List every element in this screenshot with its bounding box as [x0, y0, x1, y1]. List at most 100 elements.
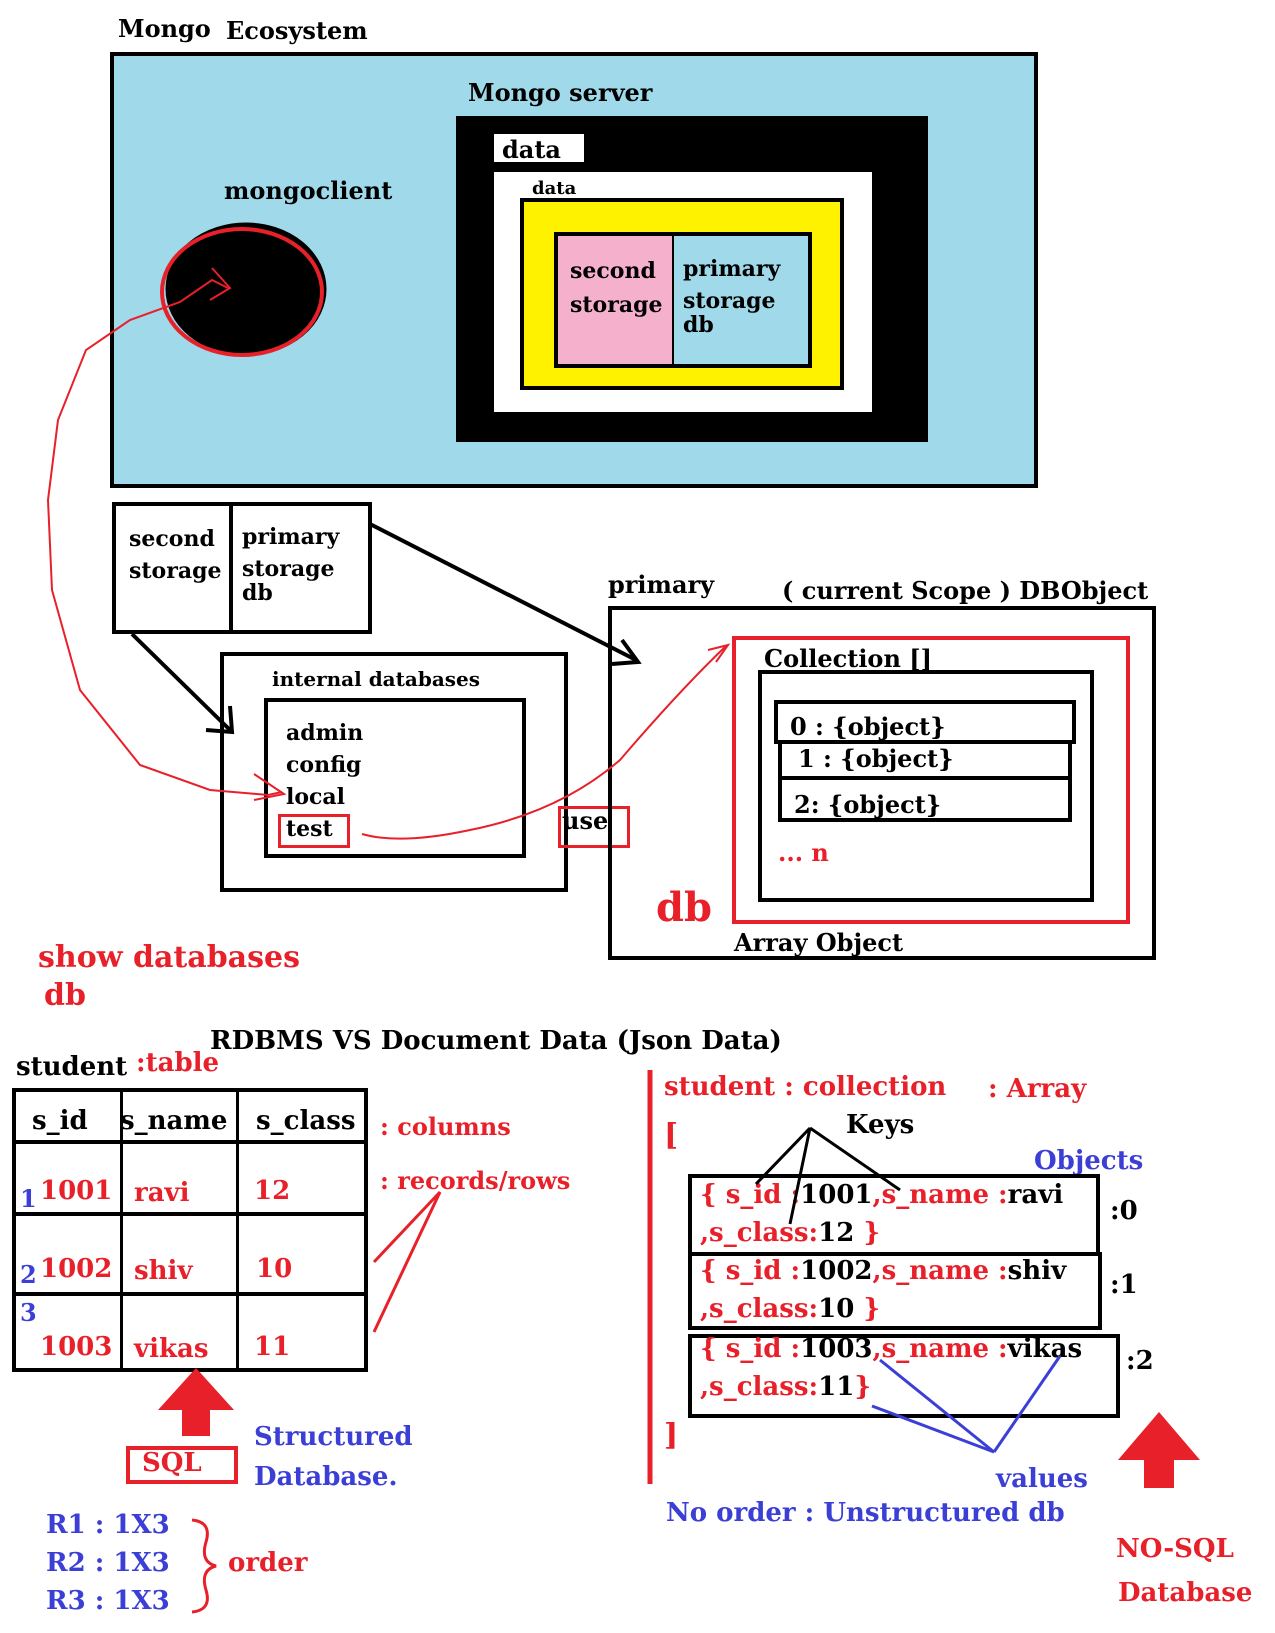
- data-label-big: data: [502, 135, 561, 164]
- doc-value-class: 11: [818, 1372, 855, 1402]
- use-command-label: use: [562, 806, 609, 835]
- split-primary-line2: storage: [242, 556, 335, 582]
- db-item-admin: admin: [286, 720, 364, 746]
- table-cell-id-1: 1001: [40, 1176, 113, 1206]
- keys-label: Keys: [846, 1110, 915, 1140]
- order-row-1: R1 : 1X3: [46, 1510, 170, 1540]
- db-item-test: test: [286, 816, 333, 842]
- primary-storage-cell: [672, 232, 812, 368]
- doc-open-brace: {: [700, 1180, 717, 1210]
- doc-key-class: ,s_class:: [700, 1218, 819, 1248]
- table-row-line-1: [12, 1212, 368, 1216]
- document-index-1: :1: [1110, 1270, 1138, 1300]
- object-more: ... n: [778, 838, 829, 867]
- second-storage-line1: second: [570, 258, 656, 284]
- collection-header: student : collection: [664, 1072, 947, 1102]
- split-second-line2: storage: [129, 558, 222, 584]
- show-databases-command: show databases: [38, 940, 300, 975]
- db-label: db: [656, 884, 712, 931]
- doc-close-brace: }: [863, 1294, 881, 1324]
- doc-value-name: shiv: [1007, 1256, 1067, 1286]
- doc-key-id: s_id :: [725, 1180, 801, 1210]
- row-number-3: 3: [20, 1298, 37, 1327]
- split-to-primary-arrow: [369, 522, 637, 662]
- ecosystem-title-part2: Ecosystem: [226, 16, 368, 45]
- collection-label: Collection []: [764, 644, 932, 673]
- object-item-0: 0 : {object}: [790, 712, 946, 741]
- document-1-line2: ,s_class:10 }: [700, 1294, 880, 1324]
- object-row-2: [778, 776, 1072, 822]
- records-note: : records/rows: [380, 1166, 571, 1195]
- primary-storage-line1: primary: [683, 256, 781, 282]
- column-header-s-id: s_id: [32, 1106, 88, 1136]
- doc-value-name: ravi: [1007, 1180, 1064, 1210]
- row-number-1: 1: [20, 1184, 37, 1213]
- ecosystem-title-part1: Mongo: [118, 14, 211, 43]
- primary-storage-line3: db: [683, 312, 714, 338]
- comparison-title: RDBMS VS Document Data (Json Data): [210, 1026, 782, 1056]
- db-item-test-highlight: [278, 814, 350, 848]
- split-primary-line1: primary: [242, 524, 340, 550]
- doc-key-class: ,s_class:: [700, 1372, 819, 1402]
- order-brace: [191, 1518, 217, 1614]
- doc-open-brace: {: [700, 1334, 717, 1364]
- sql-label: SQL: [142, 1448, 202, 1478]
- doc-value-id: 1002: [800, 1256, 873, 1286]
- nosql-up-arrow: [1118, 1412, 1200, 1488]
- table-cell-class-2: 10: [256, 1254, 293, 1284]
- internal-databases-title: internal databases: [272, 667, 481, 691]
- db-command: db: [44, 978, 86, 1013]
- object-item-2: 2: {object}: [794, 790, 942, 819]
- doc-value-id: 1003: [800, 1334, 873, 1364]
- table-cell-id-3: 1003: [40, 1332, 113, 1362]
- object-item-1: 1 : {object}: [798, 744, 954, 773]
- table-col-line-1: [120, 1088, 123, 1372]
- columns-note: : columns: [380, 1112, 511, 1141]
- structured-line2: Database.: [254, 1462, 398, 1492]
- doc-key-id: s_id :: [725, 1334, 801, 1364]
- table-header-line: [12, 1140, 368, 1144]
- order-row-2: R2 : 1X3: [46, 1548, 170, 1578]
- doc-key-id: s_id :: [725, 1256, 801, 1286]
- table-cell-class-1: 12: [254, 1176, 291, 1206]
- split-to-internal-arrow: [130, 632, 232, 732]
- document-0-line1: { s_id :1001,s_name :ravi: [700, 1180, 1063, 1210]
- table-cell-name-1: ravi: [134, 1178, 190, 1208]
- document-index-0: :0: [1110, 1196, 1138, 1226]
- doc-key-name: ,s_name :: [872, 1334, 1008, 1364]
- data-label-big-box: [494, 134, 584, 162]
- doc-value-name: vikas: [1007, 1334, 1083, 1364]
- doc-open-brace: {: [700, 1256, 717, 1286]
- db-item-config: config: [286, 752, 362, 778]
- storage-split-divider: [229, 502, 233, 634]
- scope-label: ( current Scope ) DBObject: [782, 576, 1149, 605]
- array-object-label: Array Object: [734, 928, 904, 957]
- objects-label: Objects: [1034, 1146, 1144, 1176]
- column-header-s-name: s_name: [120, 1106, 228, 1136]
- document-2-line1: { s_id :1003,s_name :vikas: [700, 1334, 1082, 1364]
- second-storage-line2: storage: [570, 292, 663, 318]
- doc-close-brace: }: [854, 1372, 872, 1402]
- doc-key-name: ,s_name :: [872, 1256, 1008, 1286]
- document-0-line2: ,s_class:12 }: [700, 1218, 880, 1248]
- document-index-2: :2: [1126, 1346, 1154, 1376]
- data-label-small: data: [532, 178, 577, 199]
- structured-line1: Structured: [254, 1422, 413, 1452]
- close-bracket: ]: [664, 1418, 679, 1453]
- no-order-label: No order : Unstructured db: [666, 1498, 1065, 1528]
- table-cell-class-3: 11: [254, 1332, 291, 1362]
- column-header-s-class: s_class: [256, 1106, 356, 1136]
- sql-up-arrow: [158, 1368, 234, 1436]
- nosql-line1: NO-SQL: [1116, 1534, 1234, 1564]
- document-1-line1: { s_id :1002,s_name :shiv: [700, 1256, 1066, 1286]
- nosql-line2: Database: [1118, 1578, 1253, 1608]
- doc-key-name: ,s_name :: [872, 1180, 1008, 1210]
- open-bracket: [: [664, 1118, 679, 1153]
- table-row-line-2: [12, 1292, 368, 1296]
- doc-value-id: 1001: [800, 1180, 873, 1210]
- doc-key-class: ,s_class:: [700, 1294, 819, 1324]
- doc-value-class: 10: [818, 1294, 855, 1324]
- row-number-2: 2: [20, 1260, 37, 1289]
- second-storage-cell: [554, 232, 674, 368]
- document-box-1: [688, 1252, 1102, 1330]
